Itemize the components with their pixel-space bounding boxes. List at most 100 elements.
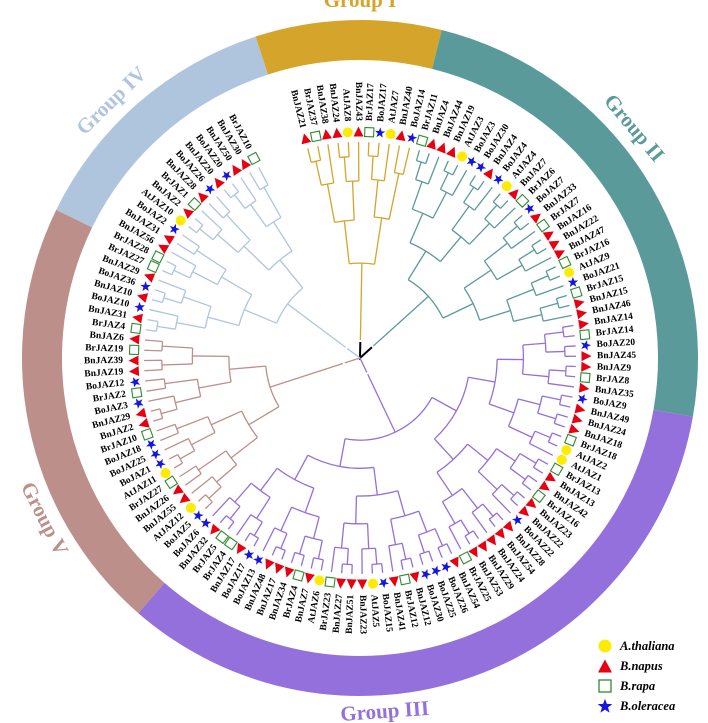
brapa-marker	[531, 489, 546, 504]
branch	[477, 470, 498, 490]
branch	[145, 329, 157, 332]
leaf-label: BnJAZ24	[327, 83, 341, 123]
branch	[194, 218, 204, 226]
branch	[216, 196, 231, 213]
branch	[157, 325, 176, 330]
bnapus-marker	[538, 480, 550, 491]
branch	[219, 515, 227, 524]
branch-arc	[521, 475, 529, 484]
branch	[545, 350, 565, 353]
branch	[370, 156, 374, 180]
bnapus-marker	[542, 231, 554, 242]
branch-arc	[537, 395, 543, 414]
branch-arc	[440, 188, 453, 197]
bnapus-marker	[574, 403, 586, 414]
legend-item-bnapus: B.napus	[594, 656, 708, 676]
branch	[556, 294, 567, 300]
branch	[315, 161, 322, 186]
boleracea-marker	[512, 514, 523, 525]
branch	[463, 269, 492, 289]
brapa-marker	[579, 329, 591, 341]
bnapus-marker	[198, 192, 209, 204]
brapa-marker	[458, 551, 473, 565]
boleracea-marker	[407, 132, 418, 144]
legend-item-boleracea: B.oleracea	[594, 696, 708, 716]
bnapus-marker	[137, 293, 149, 303]
brapa-marker	[570, 286, 583, 299]
legend-item-brapa: B.rapa	[594, 676, 708, 696]
branch	[527, 474, 538, 483]
bnapus-marker	[494, 527, 505, 539]
branch-arc	[368, 155, 378, 158]
branch-arc	[530, 282, 537, 296]
branch	[279, 259, 304, 289]
branch-arc	[249, 532, 259, 539]
branch	[307, 148, 312, 163]
branch-arc	[187, 438, 196, 451]
branch	[366, 523, 370, 549]
branch	[371, 564, 374, 574]
leaf-label: AtJAZ7	[387, 90, 401, 124]
branch	[461, 488, 479, 509]
branch	[545, 266, 557, 272]
branch	[151, 298, 163, 304]
branch	[300, 555, 305, 567]
branch	[521, 482, 532, 491]
brapa-marker	[247, 151, 261, 166]
bnapus-marker	[548, 240, 560, 251]
boleracea-marker	[253, 554, 264, 565]
bnapus-marker	[486, 534, 497, 546]
branch	[502, 225, 518, 239]
branch	[448, 526, 462, 550]
branch	[434, 528, 444, 547]
branch-arc	[502, 237, 512, 249]
boleracea-marker	[441, 561, 452, 573]
branch	[373, 179, 379, 218]
boleracea-marker	[431, 565, 442, 577]
branch	[525, 256, 552, 272]
bnapus-marker	[172, 484, 184, 495]
branch-arc	[259, 184, 269, 191]
brapa-marker	[223, 536, 238, 551]
brapa-marker	[309, 130, 322, 143]
branch	[173, 269, 190, 279]
branch	[310, 557, 315, 569]
branch	[451, 169, 468, 196]
bnapus-marker	[144, 273, 156, 283]
leaf-label: BrJAZ19	[85, 343, 124, 354]
boleracea-marker	[129, 377, 141, 388]
branch	[337, 143, 341, 158]
branch	[243, 245, 270, 271]
boleracea-marker	[200, 517, 212, 529]
branch-arc	[371, 178, 385, 182]
branch	[419, 554, 424, 565]
athaliana-marker	[501, 181, 512, 192]
branch	[374, 548, 378, 565]
branch	[427, 156, 440, 185]
bnapus-marker	[449, 556, 459, 568]
branch	[147, 318, 159, 323]
branch	[343, 156, 347, 182]
branch	[234, 482, 252, 503]
branch	[559, 403, 571, 408]
branch	[471, 512, 488, 534]
legend-label: B.rapa	[620, 678, 656, 693]
boleracea-marker	[155, 458, 166, 470]
branch	[519, 453, 537, 464]
group-band-g4	[56, 36, 268, 228]
branch	[472, 530, 480, 539]
branch	[434, 438, 454, 460]
branch	[166, 260, 177, 267]
branch	[509, 467, 526, 480]
brapa-marker	[140, 427, 154, 441]
branch	[229, 365, 266, 370]
branch	[273, 221, 293, 252]
branch	[561, 394, 573, 398]
leaf-label: BnJAZ19	[84, 367, 124, 379]
branch-arc	[545, 271, 551, 281]
species-markers	[128, 126, 592, 590]
bnapus-marker	[332, 127, 343, 139]
legend-label: B.napus	[620, 658, 663, 673]
branch	[280, 506, 293, 531]
branch	[377, 142, 380, 157]
